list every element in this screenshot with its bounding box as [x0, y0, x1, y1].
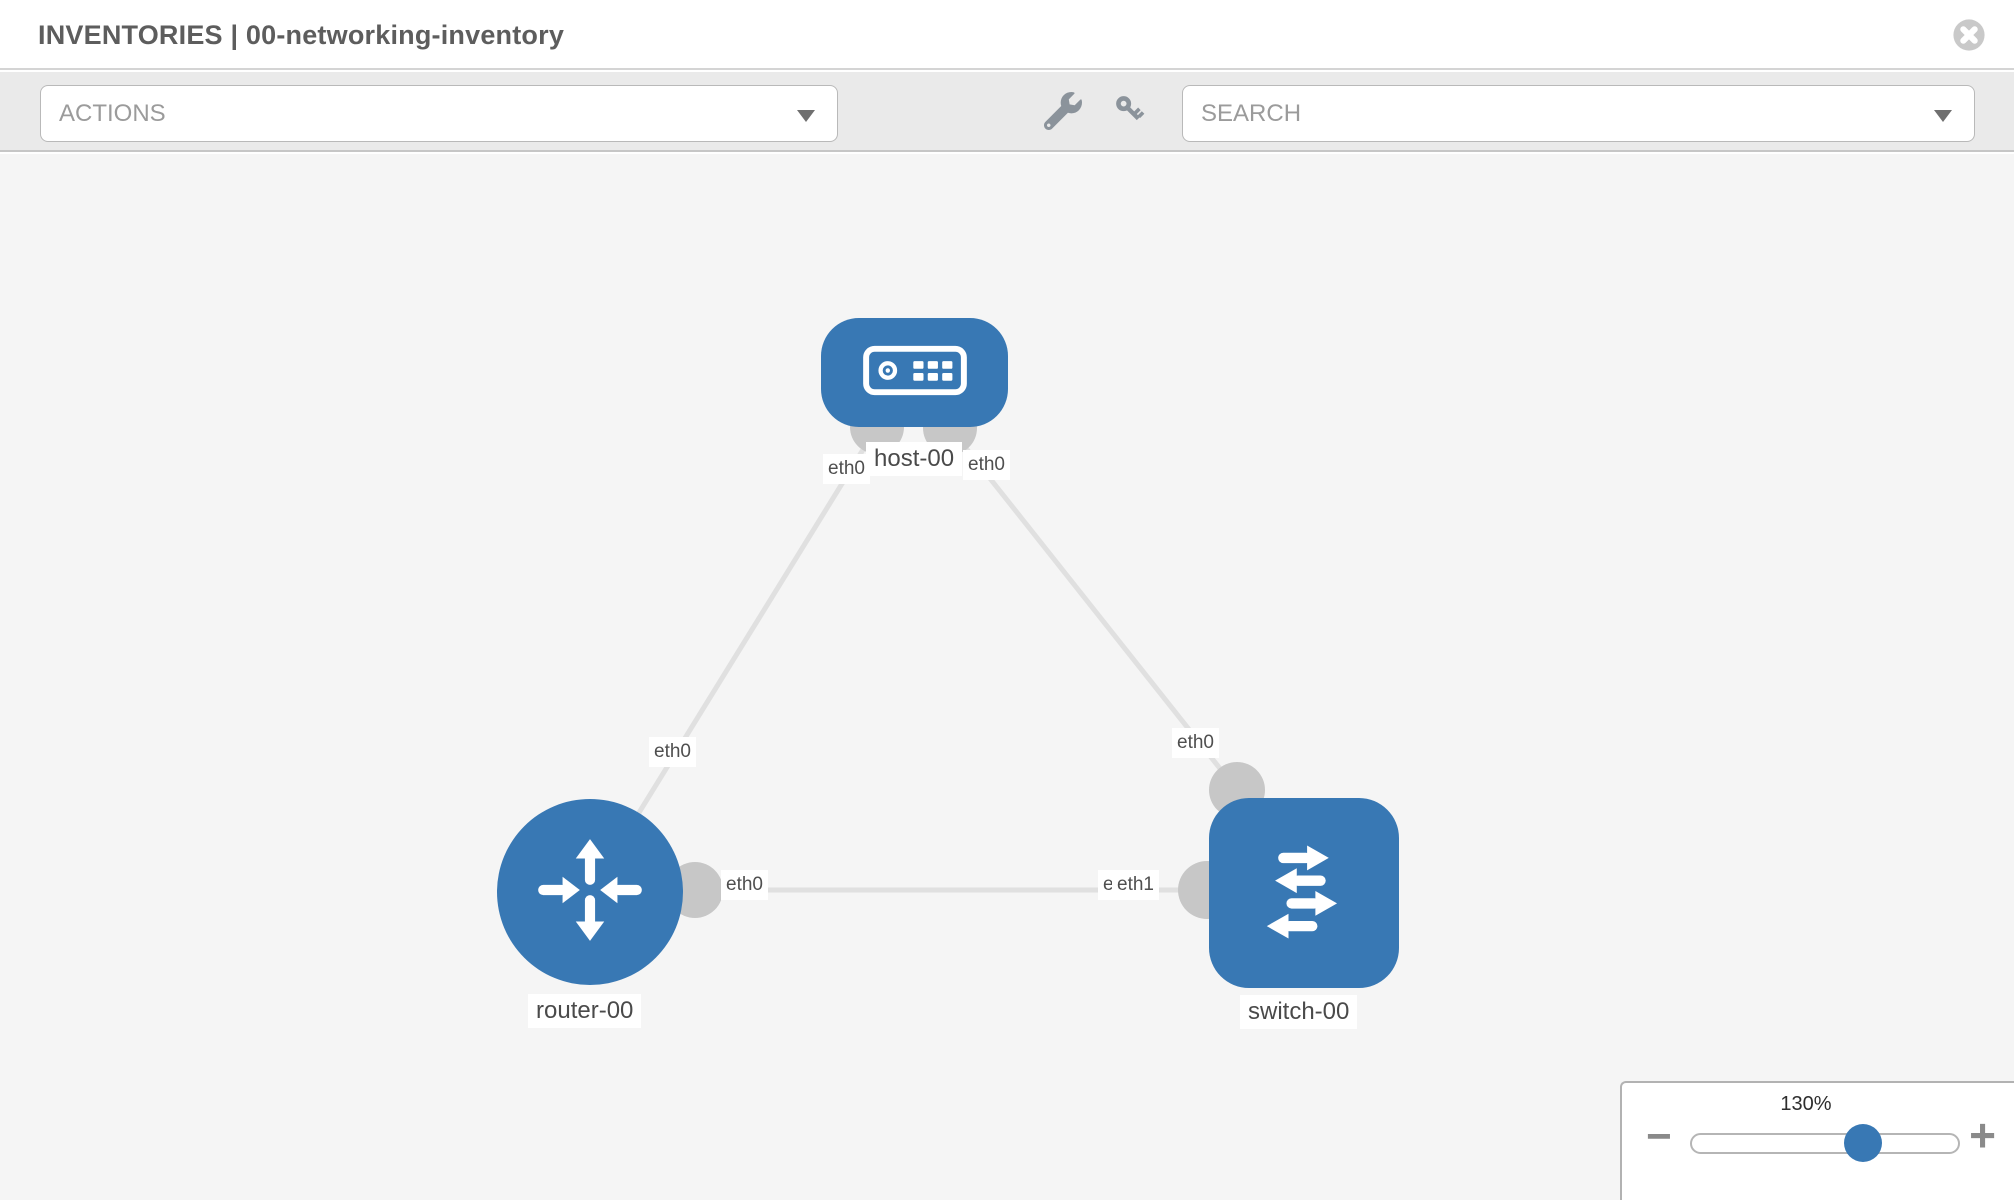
topology-canvas[interactable]: eth0 host-00 eth0 eth0 eth0 eth0 eth1 et… — [0, 154, 2014, 1200]
topology-links-layer — [587, 400, 1265, 919]
node-router-00[interactable] — [497, 799, 683, 985]
host-icon — [862, 345, 968, 401]
topology-links — [587, 425, 1239, 894]
zoom-slider-thumb[interactable] — [1844, 1124, 1882, 1162]
header-bar: INVENTORIES | 00-networking-inventory — [0, 0, 2014, 70]
close-button[interactable] — [1952, 18, 1986, 52]
interface-label-switch-eth1: eth1 — [1112, 870, 1159, 900]
node-label-router-00: router-00 — [528, 994, 642, 1028]
node-switch-00[interactable] — [1209, 798, 1399, 988]
interface-label-host-eth0-right: eth0 — [963, 450, 1010, 480]
wrench-icon — [1043, 92, 1082, 134]
close-icon — [1952, 19, 1986, 56]
interface-label-router-eth0-top: eth0 — [649, 737, 696, 767]
switch-icon — [1242, 829, 1366, 958]
node-label-host-00: host-00 — [866, 442, 963, 476]
interface-label-host-eth0-left: eth0 — [823, 454, 870, 484]
search-dropdown[interactable]: SEARCH — [1182, 85, 1975, 142]
interface-label-switch-eth0-top: eth0 — [1172, 728, 1219, 758]
node-host-00[interactable] — [821, 318, 1008, 427]
chevron-down-icon — [1934, 110, 1952, 122]
node-label-switch-00: switch-00 — [1240, 995, 1358, 1029]
interface-label-router-eth0-right: eth0 — [721, 870, 768, 900]
page-title: INVENTORIES | 00-networking-inventory — [38, 20, 565, 50]
zoom-in-button[interactable]: + — [1969, 1109, 1996, 1161]
zoom-out-button[interactable]: − — [1646, 1112, 1672, 1161]
toolbar: ACTIONS SEARCH — [0, 72, 2014, 152]
zoom-slider-track[interactable] — [1690, 1133, 1960, 1154]
router-icon — [529, 829, 651, 956]
actions-dropdown-label: ACTIONS — [59, 100, 166, 127]
key-icon — [1112, 96, 1148, 132]
actions-dropdown[interactable]: ACTIONS — [40, 85, 838, 142]
search-dropdown-label: SEARCH — [1201, 100, 1302, 127]
wrench-button[interactable] — [1043, 92, 1084, 134]
chevron-down-icon — [797, 110, 815, 122]
key-button[interactable] — [1112, 92, 1152, 132]
zoom-percent-value: 130% — [1780, 1093, 1832, 1115]
zoom-control-panel: 130% − + — [1620, 1081, 2014, 1200]
